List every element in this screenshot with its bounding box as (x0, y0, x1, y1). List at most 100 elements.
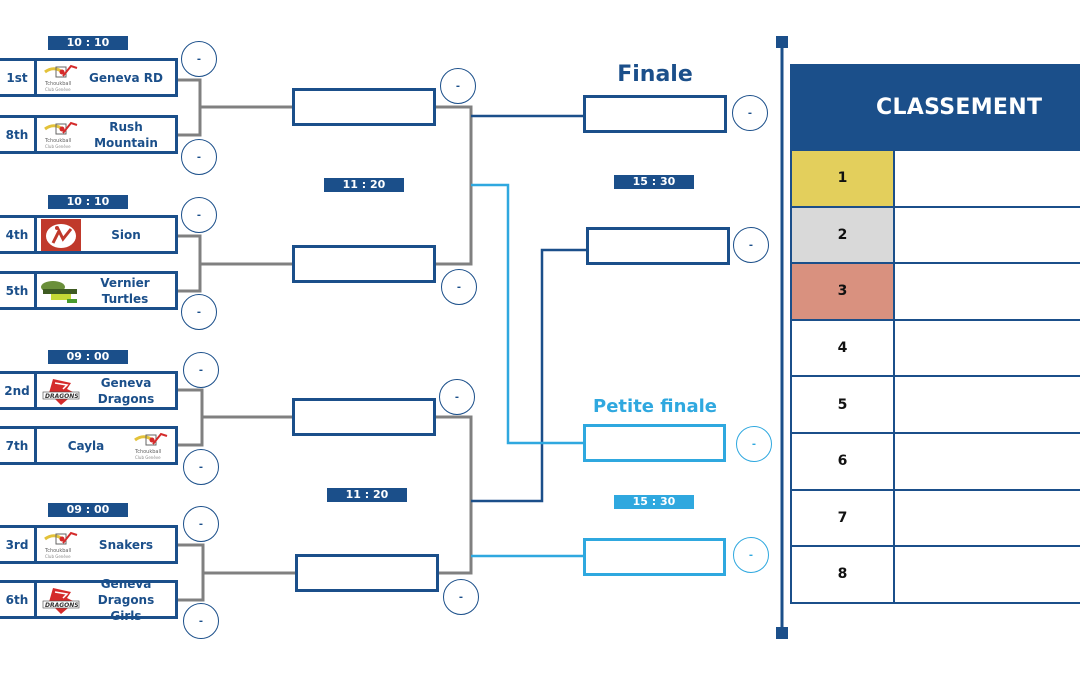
ranking-team-cell[interactable] (895, 264, 1080, 319)
divider-cap-top (776, 36, 788, 48)
ranking-position: 2 (792, 207, 895, 263)
svg-text:Club Genève: Club Genève (45, 144, 71, 149)
seed-label: 5th (0, 274, 37, 307)
score-circle[interactable]: - (443, 579, 479, 615)
score-circle[interactable]: - (183, 352, 219, 388)
svg-text:Club Genève: Club Genève (135, 455, 161, 460)
team-name: Geneva RD (89, 70, 163, 85)
seed-label: 2nd (0, 374, 37, 407)
score-circle[interactable]: - (181, 197, 217, 233)
ranking-row: 1 (790, 151, 1080, 208)
petite-finale-slot[interactable] (583, 424, 726, 462)
score-circle[interactable]: - (181, 139, 217, 175)
tchoukball-club-sion-logo-icon (41, 218, 81, 251)
team-slot-sion[interactable]: 4th Sion (0, 215, 178, 254)
seed-label: 4th (0, 218, 37, 251)
ranking-team-cell[interactable] (895, 321, 1080, 376)
ranking-row: 8 (790, 547, 1080, 604)
geneva-dragons-logo-icon: DRAGONS (41, 375, 81, 407)
team-name: Snakers (98, 537, 154, 552)
semifinal-slot[interactable] (292, 398, 436, 436)
svg-text:Tchoukball: Tchoukball (44, 81, 71, 87)
finale-slot[interactable] (583, 95, 727, 133)
team-name: Cayla (67, 438, 105, 453)
connector-r1m1 (178, 78, 202, 137)
score-circle[interactable]: - (181, 294, 217, 330)
score-circle[interactable]: - (183, 449, 219, 485)
connector-r2-bottom (436, 415, 473, 575)
ranking-team-cell[interactable] (895, 377, 1080, 432)
connector-r1m4 (178, 543, 205, 602)
team-slot-geneva-rd[interactable]: 1st Tchoukball Club Genève Geneva RD (0, 58, 178, 97)
ranking-position: 5 (792, 377, 895, 432)
ranking-team-cell[interactable] (895, 434, 1080, 489)
score-circle[interactable]: - (183, 506, 219, 542)
petite-finale-slot[interactable] (583, 538, 726, 576)
finale-title: Finale (617, 62, 693, 87)
tchoukball-club-geneve-logo-icon: Tchoukball Club Genève (41, 119, 81, 151)
match-time-badge: 09 : 00 (48, 503, 128, 517)
team-slot-geneva-dragons-girls[interactable]: 6th DRAGONS Geneva Dragons Girls (0, 577, 178, 623)
team-slot-cayla[interactable]: 7th Tchoukball Club Genève Cayla (0, 426, 178, 465)
svg-text:Tchoukball: Tchoukball (44, 138, 71, 144)
connector-r1m2 (178, 234, 202, 293)
score-circle[interactable]: - (732, 95, 768, 131)
score-circle[interactable]: - (733, 227, 769, 263)
ranking-row: 2 (790, 207, 1080, 265)
score-circle[interactable]: - (440, 68, 476, 104)
team-name: Vernier Turtles (100, 275, 150, 306)
seed-label: 3rd (0, 528, 37, 561)
team-slot-snakers[interactable]: 3rd Tchoukball Club Genève Snakers (0, 525, 178, 564)
semifinal-slot[interactable] (292, 88, 436, 126)
finale-slot[interactable] (586, 227, 730, 265)
match-time-badge: 11 : 20 (327, 488, 407, 502)
score-circle[interactable]: - (733, 537, 769, 573)
team-slot-geneva-dragons[interactable]: 2nd DRAGONS Geneva Dragons (0, 371, 178, 410)
team-name: Geneva Dragons (97, 375, 155, 406)
svg-text:Club Genève: Club Genève (45, 554, 71, 559)
team-slot-vernier-turtles[interactable]: 5th Vernier Turtles (0, 271, 178, 310)
ranking-row: 5 (790, 377, 1080, 434)
score-circle[interactable]: - (439, 379, 475, 415)
score-circle[interactable]: - (441, 269, 477, 305)
match-time-badge: 10 : 10 (48, 36, 128, 50)
score-circle[interactable]: - (181, 41, 217, 77)
geneva-dragons-logo-icon: DRAGONS (41, 584, 81, 616)
svg-text:DRAGONS: DRAGONS (45, 393, 79, 400)
match-time-badge: 10 : 10 (48, 195, 128, 209)
match-time-badge: 15 : 30 (614, 495, 694, 509)
ranking-team-cell[interactable] (895, 547, 1080, 602)
ranking-position: 7 (792, 490, 895, 546)
semifinal-slot[interactable] (295, 554, 439, 592)
tchoukball-club-geneve-logo-icon: Tchoukball Club Genève (41, 529, 81, 561)
svg-text:Tchoukball: Tchoukball (134, 449, 161, 455)
ranking-team-cell[interactable] (895, 151, 1080, 206)
ranking-row: 4 (790, 320, 1080, 378)
ranking-position: 8 (792, 547, 895, 602)
team-name: Sion (111, 227, 141, 242)
team-name: Rush Mountain (94, 119, 158, 150)
ranking-team-cell[interactable] (895, 491, 1080, 546)
seed-label: 6th (0, 583, 37, 616)
team-slot-rush-mountain[interactable]: 8th Tchoukball Club Genève Rush Mountain (0, 115, 178, 154)
seed-label: 7th (0, 429, 37, 462)
ranking-team-cell[interactable] (895, 208, 1080, 263)
match-time-badge: 11 : 20 (324, 178, 404, 192)
connector-petite-top (471, 183, 584, 445)
ranking-position: 3 (792, 264, 895, 319)
connector-r2-top (436, 105, 473, 266)
connector-r1m3 (178, 388, 204, 447)
ranking-title: CLASSEMENT (790, 64, 1080, 151)
svg-text:DRAGONS: DRAGONS (45, 602, 79, 609)
score-circle[interactable]: - (736, 426, 772, 462)
svg-text:Tchoukball: Tchoukball (44, 548, 71, 554)
match-time-badge: 15 : 30 (614, 175, 694, 189)
score-circle[interactable]: - (183, 603, 219, 639)
petite-finale-title: Petite finale (593, 396, 717, 417)
ranking-position: 1 (792, 151, 895, 206)
semifinal-slot[interactable] (292, 245, 436, 283)
ranking-position: 4 (792, 320, 895, 376)
tchoukball-club-geneve-logo-icon: Tchoukball Club Genève (131, 430, 171, 462)
